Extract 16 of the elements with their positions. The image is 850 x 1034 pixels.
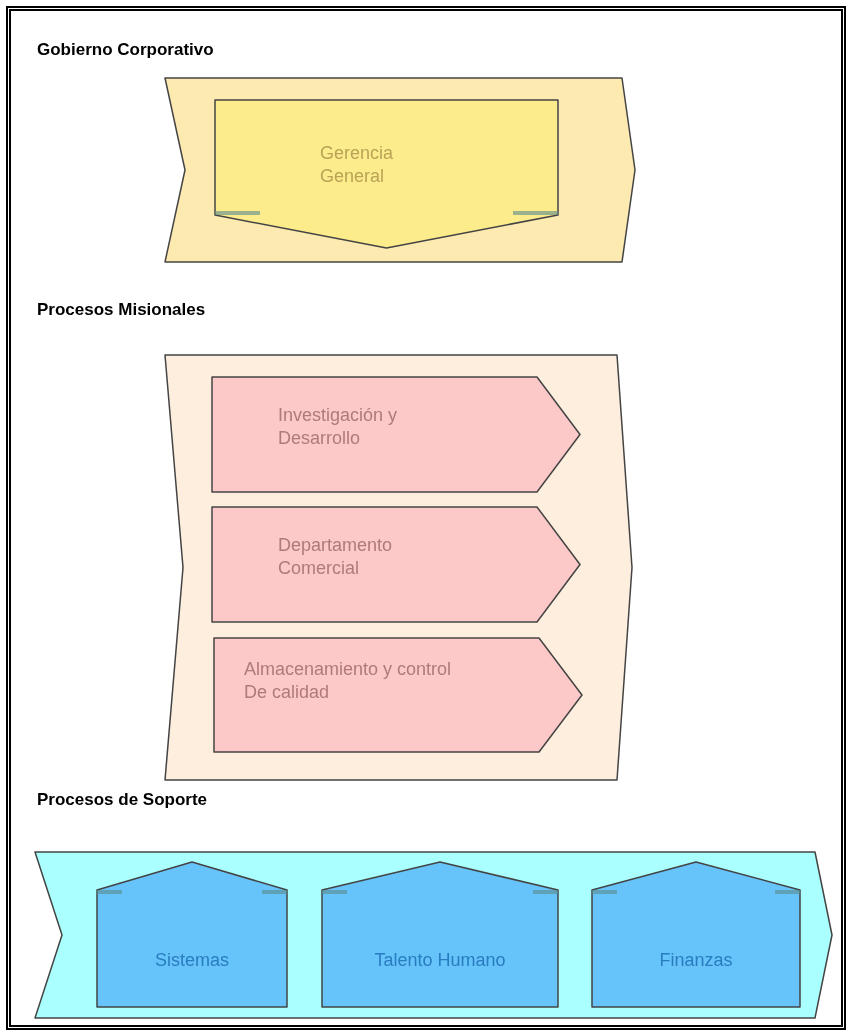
arrow-shape <box>212 507 580 622</box>
process-label: Investigación y Desarrollo <box>278 404 399 451</box>
section-heading: Procesos Misionales <box>37 300 206 320</box>
arrow-shape <box>212 377 580 492</box>
process-label: Finanzas <box>658 949 734 972</box>
section-heading: Procesos de Soporte <box>37 790 208 810</box>
process-label: Talento Humano <box>373 949 507 972</box>
process-label: Departamento Comercial <box>278 534 394 581</box>
house-shape <box>97 862 287 1007</box>
house-shape <box>592 862 800 1007</box>
section-heading: Gobierno Corporativo <box>37 40 214 60</box>
process-label: Sistemas <box>154 949 230 972</box>
arrow-shape <box>214 638 582 752</box>
process-label: Almacenamiento y control De calidad <box>244 658 453 705</box>
process-label: Gerencia General <box>320 142 395 189</box>
house-shape <box>322 862 558 1007</box>
